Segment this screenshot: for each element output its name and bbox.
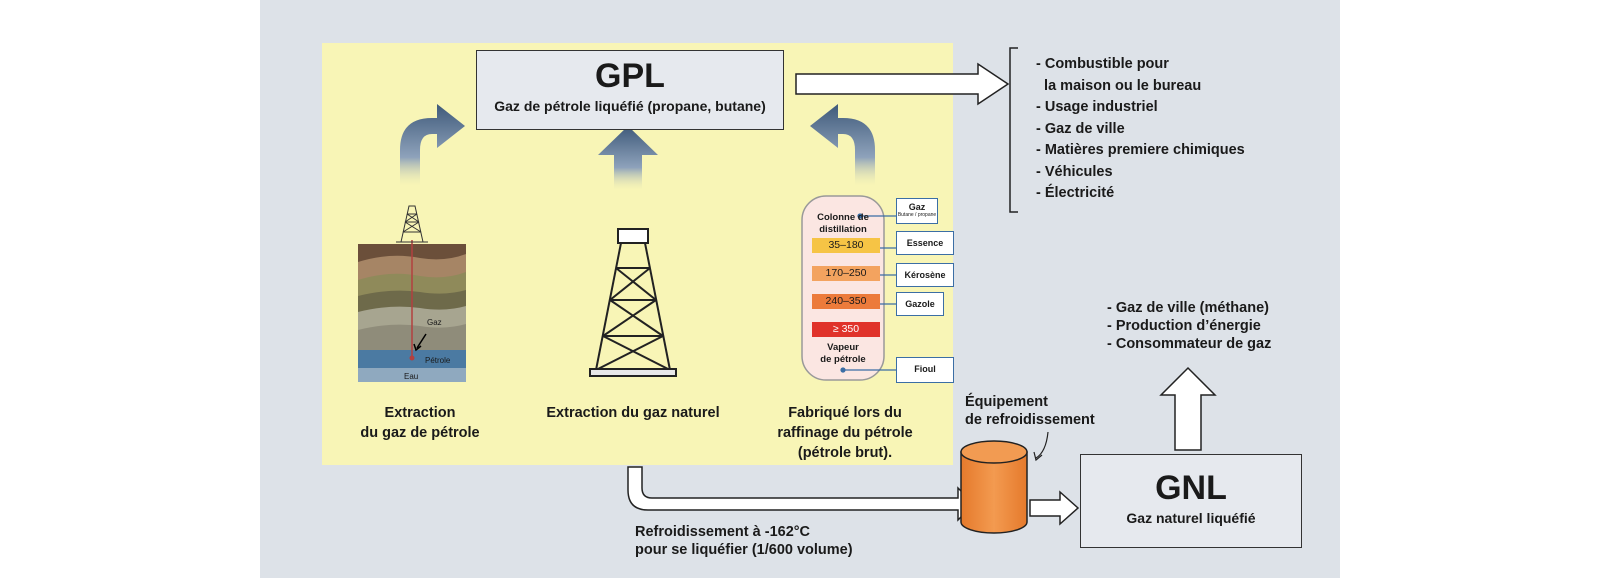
source-caption-refining: Fabriqué lors du raffinage du pétrole (p… — [777, 405, 913, 461]
curved-arrow-right — [810, 104, 875, 186]
distillation-bottom: Vapeur de pétrole — [820, 342, 866, 365]
gpl-use-item: - Matières premiere chimiques — [1036, 142, 1245, 158]
fraction-bar: 35–180 — [812, 238, 880, 253]
gnl-box: GNL Gaz naturel liquéfié — [1080, 454, 1302, 548]
distillation-title: Colonne de distillation — [817, 212, 869, 235]
gnl-use-item: - Consommateur de gaz — [1107, 336, 1272, 352]
tank-to-gnl-arrow — [1029, 490, 1080, 526]
fraction-output-label: Fioul — [896, 357, 954, 383]
gnl-title: GNL — [1155, 469, 1227, 507]
cooling-equipment-label: Équipement de refroidissement — [965, 394, 1095, 428]
gpl-use-item: - Combustible pour — [1036, 56, 1169, 72]
gnl-up-arrow — [1159, 366, 1217, 451]
fraction-output-label: Gazole — [896, 292, 944, 316]
arrow-to-uses — [795, 62, 1010, 106]
gnl-uses-list: - Gaz de ville (méthane) - Production d’é… — [1107, 299, 1271, 353]
gnl-use-item: - Gaz de ville (méthane) — [1107, 300, 1269, 316]
strata-label-oil: Pétrole — [425, 356, 451, 365]
strata-block — [358, 240, 466, 382]
uses-bracket — [1009, 47, 1018, 213]
gnl-use-item: - Production d’énergie — [1107, 318, 1261, 334]
gpl-use-item: la maison ou le bureau — [1036, 77, 1202, 94]
gpl-use-item: - Véhicules — [1036, 163, 1113, 180]
fraction-output-label: Kérosène — [896, 263, 954, 287]
fraction-output-label: Essence — [896, 231, 954, 255]
strata-label-gas: Gaz — [427, 318, 442, 327]
gpl-use-item: - Usage industriel — [1036, 99, 1158, 115]
gpl-uses-list: - Combustible pour la maison ou le burea… — [1036, 54, 1245, 205]
gpl-use-item: - Électricité — [1036, 185, 1115, 201]
pointer-arrow — [1035, 431, 1049, 459]
fraction-bar: ≥ 350 — [812, 322, 880, 337]
fraction-bar: 240–350 — [812, 294, 880, 309]
fraction-output-text: Essence — [906, 238, 944, 248]
cooling-tank — [960, 440, 1028, 534]
gpl-title: GPL — [595, 57, 665, 95]
gpl-subtitle: Gaz de pétrole liquéfié (propane, butane… — [494, 98, 766, 114]
curved-arrow-left — [400, 104, 465, 186]
source-caption-natural-gas: Extraction du gaz naturel — [546, 405, 720, 421]
cooling-arrow — [627, 466, 976, 522]
fraction-output-text: Kérosène — [904, 270, 946, 280]
source-caption-petroleum-gas: Extraction du gaz de pétrole — [360, 405, 480, 441]
fraction-output-text: Gaz — [908, 202, 926, 212]
fraction-output-subtext: Butane / propane — [897, 212, 937, 218]
gnl-subtitle: Gaz naturel liquéfié — [1126, 510, 1256, 526]
strata-label-water: Eau — [404, 372, 419, 381]
derrick-icon — [589, 228, 677, 377]
gpl-use-item: - Gaz de ville — [1036, 120, 1125, 137]
fraction-bar: 170–250 — [812, 266, 880, 281]
cooling-process-label: Refroidissement à -162°C pour se liquéfi… — [635, 524, 853, 558]
small-derrick-icon — [396, 205, 428, 243]
fraction-output-text: Fioul — [914, 364, 936, 374]
gpl-box: GPL Gaz de pétrole liquéfié (propane, bu… — [476, 50, 784, 130]
fraction-output-text: Gazole — [905, 299, 935, 309]
up-arrow-middle — [598, 126, 658, 190]
